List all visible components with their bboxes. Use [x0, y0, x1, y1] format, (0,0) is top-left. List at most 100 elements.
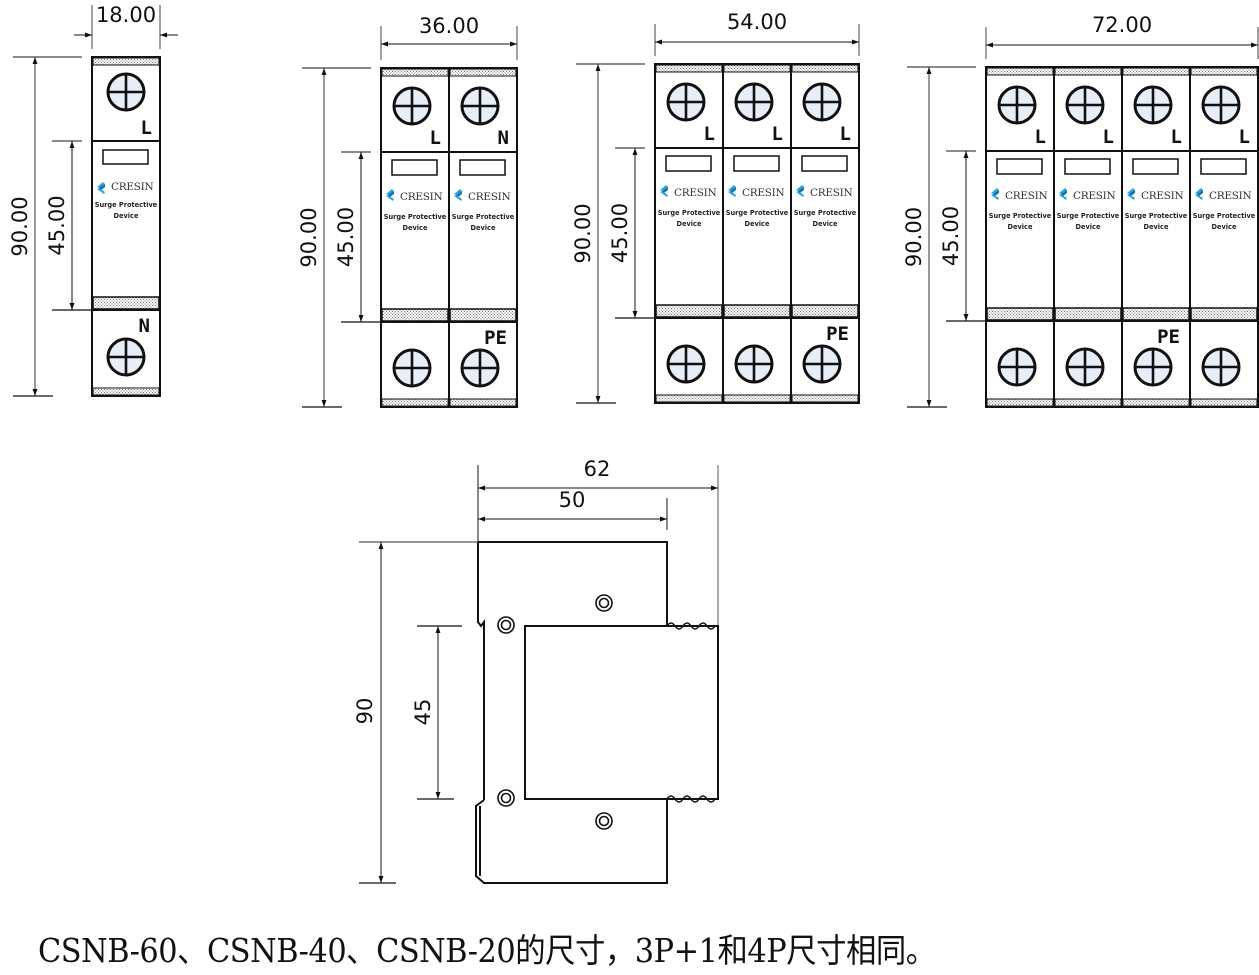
- product-name-line2: Device: [1212, 223, 1237, 231]
- status-window: [1064, 158, 1111, 175]
- screw-terminal-icon: [1133, 85, 1173, 125]
- product-name-line2: Device: [813, 220, 838, 228]
- terminal-label: L: [772, 123, 783, 145]
- rivet-icon: [595, 594, 613, 612]
- terminal-label: L: [840, 123, 851, 145]
- width-dimension-label: 54.00: [727, 10, 787, 34]
- break-line: [666, 795, 716, 803]
- cresin-logo-icon: [1059, 188, 1067, 200]
- half-height-label: 45: [411, 699, 435, 726]
- hatch-band-bottom: [1054, 398, 1122, 407]
- status-window: [1200, 158, 1247, 175]
- caption-text: CSNB-60、CSNB-40、CSNB-20的尺寸，3P+1和4P尺寸相同。: [38, 931, 936, 970]
- hatch-band-top: [381, 68, 449, 77]
- hatch-band-top: [1122, 67, 1190, 76]
- screw-terminal-icon: [802, 344, 842, 384]
- cresin-logo-icon: [1127, 188, 1135, 200]
- height-label: 90: [353, 698, 377, 725]
- screw-terminal-icon: [106, 337, 146, 377]
- status-window: [996, 158, 1043, 175]
- brand-name: CRESIN: [1141, 190, 1183, 202]
- status-window: [665, 155, 712, 172]
- width-dimension-label: 18.00: [96, 3, 156, 27]
- hatch-band-top: [1054, 67, 1122, 76]
- brand-name: CRESIN: [810, 187, 852, 199]
- product-name-line1: Surge Protective: [726, 209, 789, 217]
- screw-terminal-icon: [734, 82, 774, 122]
- status-window: [801, 155, 848, 172]
- side-view-group: 62 50 90 45: [353, 457, 719, 884]
- hatch-band-bottom: [723, 394, 791, 403]
- body-depth-label: 50: [559, 488, 586, 512]
- product-name-line1: Surge Protective: [452, 213, 515, 221]
- break-line: [666, 622, 716, 630]
- terminal-label: PE: [826, 323, 849, 345]
- hatch-band-mid: [1190, 307, 1258, 321]
- width-dimension-label: 36.00: [419, 14, 479, 38]
- product-name-line1: Surge Protective: [1193, 212, 1256, 220]
- front-face-outline: [524, 625, 719, 800]
- status-window: [391, 159, 438, 176]
- cresin-logo-icon: [386, 189, 394, 201]
- cresin-logo-icon: [454, 189, 462, 201]
- status-window: [459, 159, 506, 176]
- terminal-label: L: [1171, 126, 1182, 148]
- cresin-logo-icon: [97, 182, 105, 194]
- status-window: [102, 149, 149, 165]
- height-dimension-label: 90.00: [571, 203, 595, 263]
- product-name-line1: Surge Protective: [658, 209, 721, 217]
- terminal-label: L: [1103, 126, 1114, 148]
- screw-terminal-icon: [392, 348, 432, 388]
- half-height-dimension-label: 45.00: [334, 207, 358, 267]
- hatch-band-bottom: [655, 394, 723, 403]
- hatch-band-bottom: [381, 398, 449, 407]
- hatch-band-mid: [791, 304, 859, 318]
- product-name-line2: Device: [1144, 223, 1169, 231]
- terminal-label: L: [1035, 126, 1046, 148]
- status-window: [733, 155, 780, 172]
- screw-terminal-icon: [1065, 85, 1105, 125]
- cresin-logo-icon: [1195, 188, 1203, 200]
- rivet-icon: [497, 616, 515, 634]
- terminal-label: N: [139, 315, 150, 337]
- product-name-line1: Surge Protective: [989, 212, 1052, 220]
- brand-name: CRESIN: [742, 187, 784, 199]
- front-view-3p: 54.00 90.00 45.00 L CRESIN Surge ProtectiveDe…: [571, 10, 860, 404]
- product-name-line1: Surge Protective: [384, 213, 447, 221]
- height-dimension-label: 90.00: [297, 207, 321, 267]
- hatch-band-bottom: [791, 394, 859, 403]
- product-name-line2: Device: [745, 220, 770, 228]
- status-window: [1132, 158, 1179, 175]
- screw-terminal-icon: [460, 86, 500, 126]
- half-height-dimension-label: 45.00: [608, 203, 632, 263]
- screw-terminal-icon: [734, 344, 774, 384]
- brand-name: CRESIN: [674, 187, 716, 199]
- rivet-icon: [595, 812, 613, 830]
- product-name-line2: Device: [114, 212, 139, 220]
- product-name-line2: Device: [403, 224, 428, 232]
- height-dimension-label: 90.00: [8, 196, 32, 256]
- brand-name: CRESIN: [1209, 190, 1251, 202]
- width-dimension-label: 72.00: [1092, 13, 1152, 37]
- hatch-band-bottom: [986, 398, 1054, 407]
- half-height-dimension-label: 45.00: [45, 195, 69, 255]
- hatch-band-top: [723, 64, 791, 73]
- hatch-band-mid: [655, 304, 723, 318]
- product-name-line1: Surge Protective: [1057, 212, 1120, 220]
- hatch-band-mid: [723, 304, 791, 318]
- hatch-band-bottom: [1122, 398, 1190, 407]
- total-depth-label: 62: [584, 457, 611, 481]
- product-name-line1: Surge Protective: [95, 201, 158, 209]
- side-body-outline: [475, 541, 719, 884]
